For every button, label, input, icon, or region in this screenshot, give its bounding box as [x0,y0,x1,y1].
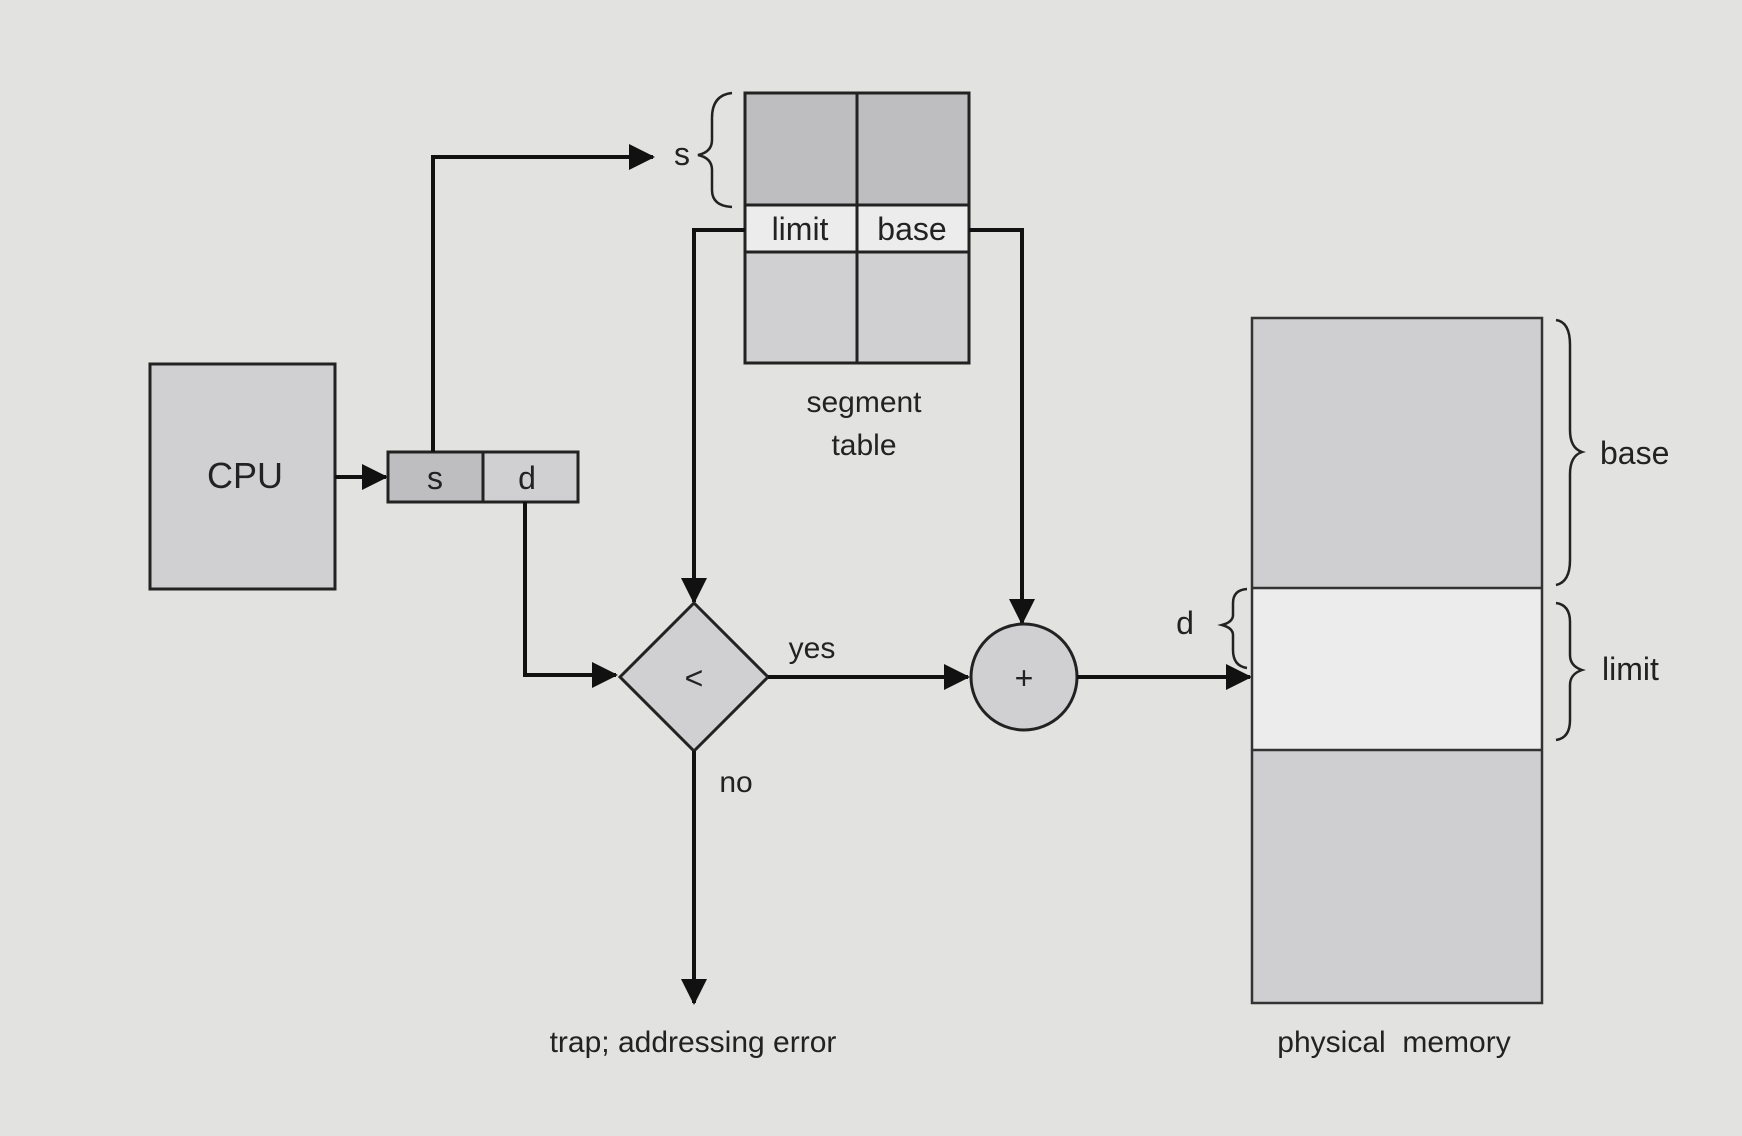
memory-segment-region [1252,588,1542,750]
offset-to-comparator-arrow [523,502,618,688]
base-to-adder-arrow [969,228,1035,625]
cpu-label: CPU [207,455,283,496]
memory-lower-region [1252,750,1542,1003]
address-segment-label: s [427,460,443,496]
comparator-symbol: < [685,660,704,696]
physical-memory-caption: physical memory [1277,1026,1510,1059]
memory-limit-label: limit [1602,651,1659,687]
segment-table-limit-cell: limit [772,211,829,247]
segment-table-base-cell: base [877,211,946,247]
segment-table-index-brace [697,91,733,209]
yes-label: yes [789,632,836,665]
physical-memory [1250,316,1544,1005]
trap-label: trap; addressing error [550,1026,837,1059]
memory-offset-label: d [1176,605,1194,641]
memory-limit-brace [1555,601,1586,742]
memory-base-brace [1555,318,1586,587]
segment-table-caption-line1: segment [806,386,922,419]
adder-symbol: + [1015,660,1034,696]
limit-to-comparator-arrow [681,228,745,604]
comparator-diamond: < [617,600,771,754]
address-offset-field [481,450,580,504]
address-offset-label: d [518,460,536,496]
address-segment-field [386,450,485,504]
adder-circle: + [969,622,1079,732]
no-label: no [719,766,752,799]
segment-index-arrow [431,144,655,452]
memory-offset-brace [1217,587,1248,670]
segment-table: limit base [743,91,971,365]
memory-upper-region [1252,318,1542,588]
cpu-box: CPU [148,362,337,591]
memory-base-label: base [1600,435,1669,471]
logical-address-register: s d [386,450,580,504]
segment-table-index-label: s [674,136,690,172]
segment-table-caption-line2: table [831,429,896,462]
